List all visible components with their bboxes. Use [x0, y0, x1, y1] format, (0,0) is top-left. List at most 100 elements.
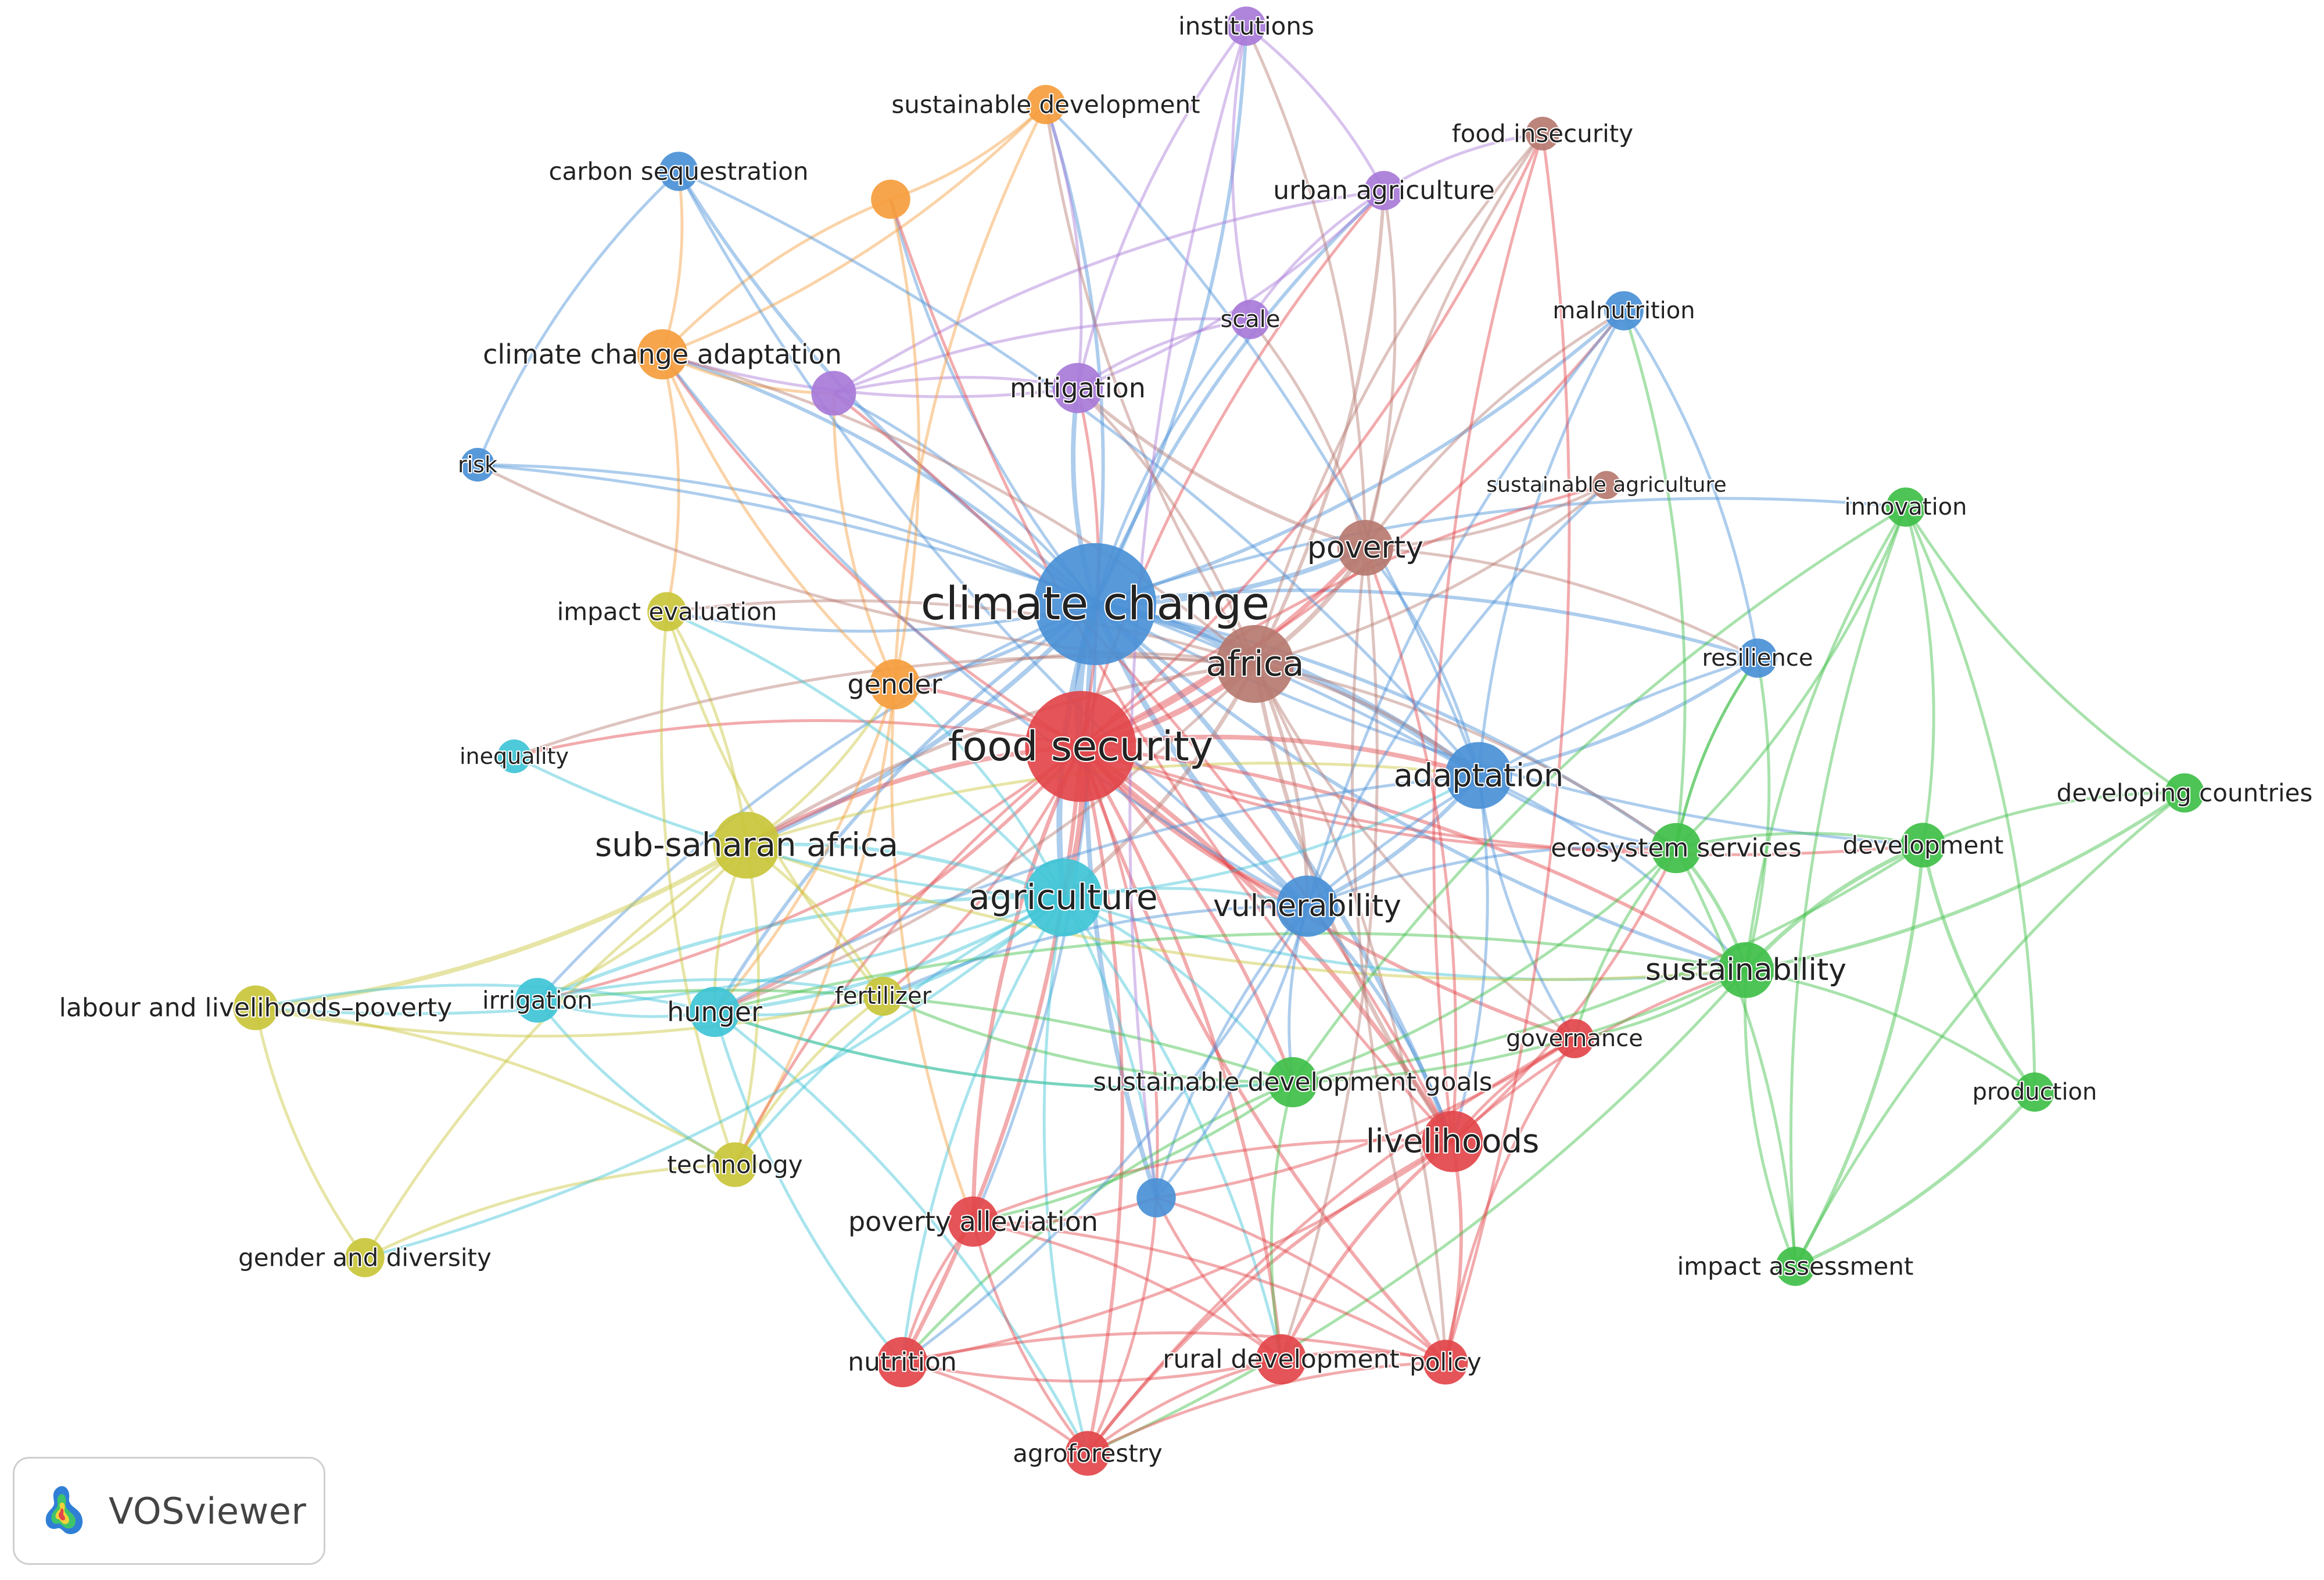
node-rural-development[interactable] — [1256, 1334, 1307, 1385]
node-label-developing-countries: developing countries — [2057, 779, 2313, 807]
node-unlabeled-blue[interactable] — [1136, 1178, 1176, 1218]
network-link — [746, 842, 1064, 899]
node-poverty[interactable] — [1337, 520, 1393, 576]
network-link — [971, 745, 1083, 1222]
network-link — [1794, 845, 1925, 1267]
network-link — [666, 610, 1064, 899]
node-label-scale: scale — [1220, 306, 1280, 333]
node-innovation[interactable] — [1886, 487, 1925, 527]
node-label-poverty-alleviation: poverty alleviation — [848, 1206, 1098, 1237]
node-label-climate-change: climate change — [921, 578, 1269, 630]
network-link — [1079, 746, 1447, 1364]
node-africa[interactable] — [1216, 625, 1294, 703]
network-link — [1093, 602, 1455, 1143]
node-label-food-security: food security — [948, 723, 1213, 770]
node-technology[interactable] — [712, 1142, 758, 1187]
network-link — [889, 199, 1454, 1143]
node-gender-and-diversity[interactable] — [345, 1238, 385, 1277]
network-link — [713, 1011, 903, 1363]
node-ecosystem-services[interactable] — [1651, 823, 1702, 874]
network-link — [889, 199, 921, 685]
network-link — [1253, 663, 1576, 1040]
node-development[interactable] — [1900, 823, 1946, 868]
node-impact-evaluation[interactable] — [647, 592, 687, 631]
node-urban-agriculture[interactable] — [1364, 171, 1404, 210]
node-mitigation[interactable] — [1052, 362, 1103, 414]
vosviewer-logo-icon — [45, 1486, 83, 1534]
node-fertilizer[interactable] — [863, 976, 903, 1016]
node-agriculture[interactable] — [1024, 859, 1102, 936]
network-link — [714, 896, 1064, 1014]
network-link — [364, 896, 1064, 1259]
network-link — [1063, 896, 1746, 981]
node-malnutrition[interactable] — [1604, 291, 1644, 331]
network-link — [677, 170, 1480, 777]
node-sustainability[interactable] — [1718, 942, 1774, 998]
node-inequality[interactable] — [497, 739, 531, 773]
network-link — [1086, 1140, 1454, 1455]
network-link — [1095, 602, 1677, 850]
node-label-gender-and-diversity: gender and diversity — [238, 1244, 492, 1272]
network-link — [1094, 602, 1746, 972]
node-climate-change-adaptation[interactable] — [637, 329, 688, 380]
network-link — [902, 1140, 1454, 1364]
network-link — [662, 353, 1078, 398]
node-food-insecurity[interactable] — [1526, 117, 1559, 150]
network-link — [477, 463, 1480, 777]
network-link — [1062, 896, 1294, 1083]
node-unlabeled-orange[interactable] — [871, 179, 910, 219]
node-carbon-sequestration[interactable] — [659, 152, 698, 191]
network-link — [1364, 309, 1625, 549]
node-institutions[interactable] — [1226, 6, 1266, 46]
network-link — [1364, 132, 1544, 548]
node-label-sustainable-agriculture: sustainable agriculture — [1486, 473, 1726, 497]
node-developing-countries[interactable] — [2165, 773, 2204, 813]
node-food-security[interactable] — [1025, 691, 1136, 802]
node-unlabeled-purple[interactable] — [811, 371, 856, 416]
node-nutrition[interactable] — [877, 1337, 928, 1388]
network-link — [1622, 310, 1687, 849]
node-vulnerability[interactable] — [1276, 875, 1338, 937]
network-link — [1904, 507, 1935, 846]
node-livelihoods[interactable] — [1422, 1111, 1483, 1172]
node-hunger[interactable] — [689, 986, 740, 1037]
node-risk[interactable] — [461, 448, 494, 482]
node-label-sub-saharan-africa: sub-saharan africa — [595, 827, 898, 864]
network-link — [255, 983, 715, 1014]
node-labour-livelihoods-poverty[interactable] — [233, 985, 278, 1030]
network-link — [1291, 505, 1907, 1083]
node-agroforestry[interactable] — [1065, 1431, 1110, 1476]
network-link — [1086, 1197, 1158, 1455]
node-climate-change[interactable] — [1034, 543, 1156, 665]
network-link — [973, 1220, 1447, 1364]
network-link — [973, 1080, 1294, 1223]
node-sustainable-development[interactable] — [1026, 85, 1066, 124]
node-adaptation[interactable] — [1445, 742, 1512, 809]
node-governance[interactable] — [1555, 1019, 1594, 1058]
node-policy[interactable] — [1423, 1340, 1468, 1385]
network-link — [1477, 774, 1747, 971]
network-link — [1079, 745, 1294, 1083]
network-link — [666, 599, 1256, 666]
network-link — [1444, 1037, 1576, 1363]
node-sustainable-agriculture[interactable] — [1592, 471, 1621, 500]
network-link — [832, 393, 896, 685]
network-link — [1306, 904, 1454, 1143]
network-link — [1306, 484, 1608, 907]
network-link — [1307, 845, 1677, 908]
node-label-hunger: hunger — [667, 996, 762, 1028]
node-gender[interactable] — [869, 659, 920, 710]
node-resilience[interactable] — [1738, 638, 1777, 678]
node-scale[interactable] — [1231, 300, 1270, 339]
node-production[interactable] — [2015, 1072, 2054, 1112]
network-link — [1365, 546, 1759, 660]
network-link — [833, 317, 1251, 395]
node-sub-saharan-africa[interactable] — [713, 811, 780, 879]
node-sustainable-development-goals[interactable] — [1267, 1057, 1318, 1108]
node-impact-assessment[interactable] — [1776, 1247, 1815, 1286]
network-link — [255, 896, 1064, 1015]
node-irrigation[interactable] — [515, 978, 560, 1023]
network-link — [1079, 132, 1544, 748]
node-poverty-alleviation[interactable] — [948, 1196, 999, 1247]
